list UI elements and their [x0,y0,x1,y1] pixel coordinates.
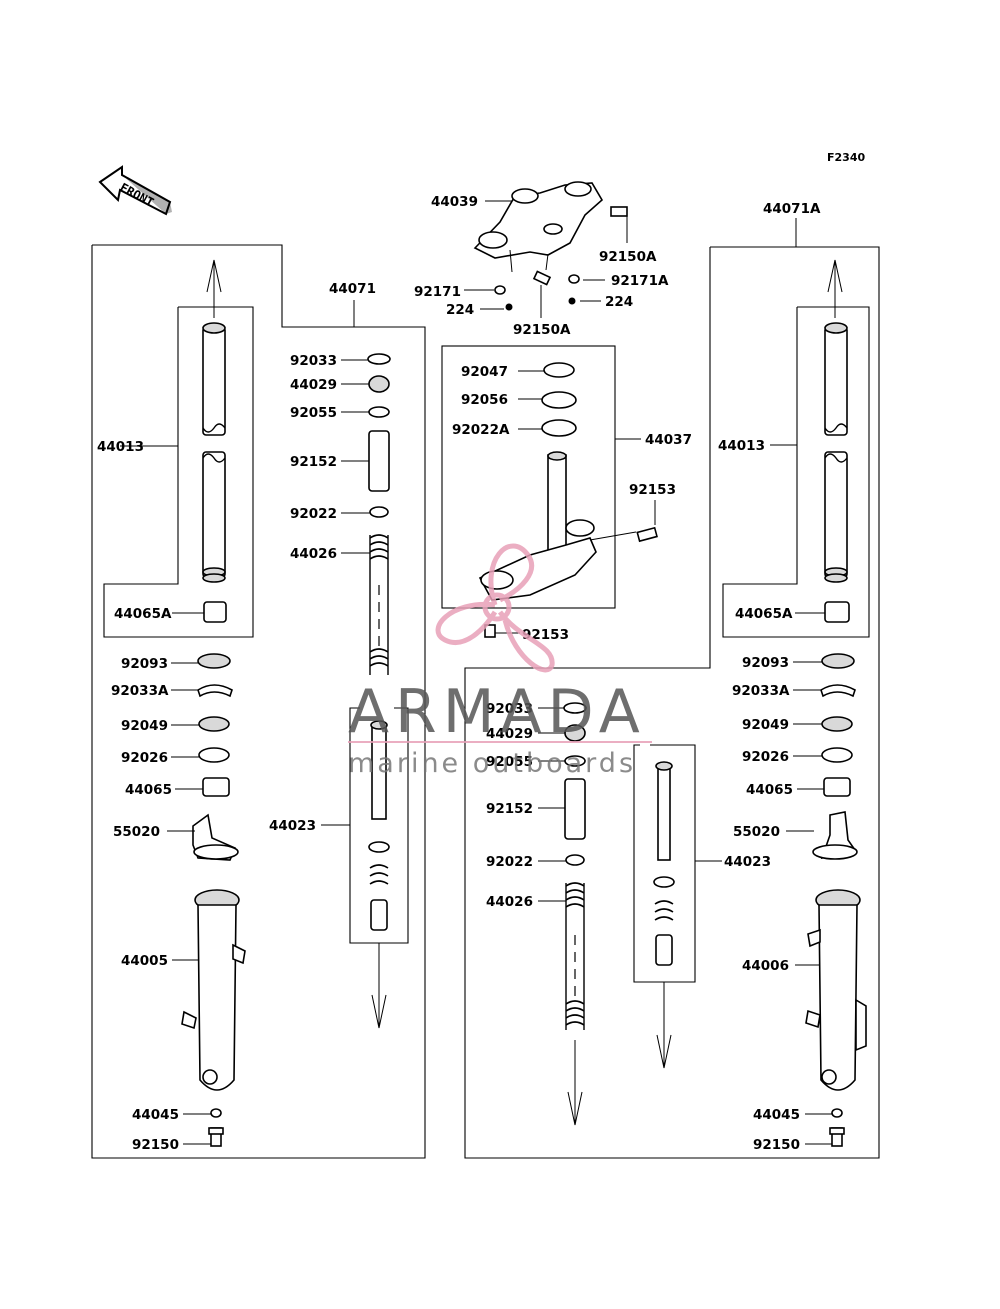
label-92171A: 92171A [611,273,669,289]
label-44065-right: 44065 [746,782,793,798]
label-92047: 92047 [461,364,508,380]
label-92093-right: 92093 [742,655,789,671]
figure-code: F2340 [827,151,865,164]
label-44005: 44005 [121,953,168,969]
washer-92171A [568,274,580,284]
label-224-right: 224 [605,294,633,310]
bolt-92150A-bottom [532,270,552,286]
label-55020-right: 55020 [733,824,780,840]
watermark-subtitle: marine outboards [348,748,636,779]
nut-224-left [505,303,513,311]
label-44045-right: 44045 [753,1107,800,1123]
label-92033-right: 92033 [486,701,533,717]
label-44039: 44039 [431,194,478,210]
label-92049-left: 92049 [121,718,168,734]
label-224-left: 224 [446,302,474,318]
nut-224-right [568,297,576,305]
left-fork-group: 44071 44013 44065A 92093 92033A 92049 92… [91,244,426,1159]
label-44029-left: 44029 [290,377,337,393]
right-fork-group: 44071A 44013 44065A 92093 92033A 92049 9… [464,201,880,1159]
label-44045-left: 44045 [132,1107,179,1123]
bolt-92150A-top [610,206,628,217]
propeller-logo-icon [435,543,555,673]
label-92026-left: 92026 [121,750,168,766]
label-44065A-right: 44065A [735,606,793,622]
label-92152-left: 92152 [290,454,337,470]
label-55020-left: 55020 [113,824,160,840]
label-44065A-left: 44065A [114,606,172,622]
label-92171: 92171 [414,284,461,300]
label-92093-left: 92093 [121,656,168,672]
label-44026-left: 44026 [290,546,337,562]
label-92022-left: 92022 [290,506,337,522]
label-44037: 44037 [645,432,692,448]
label-44023-left: 44023 [269,818,316,834]
label-92033A-left: 92033A [111,683,169,699]
top-clamp-assembly [473,181,604,273]
washer-92171 [494,285,506,295]
label-44071: 44071 [329,281,376,297]
watermark-title: ARMADA [348,677,646,747]
label-92055-left: 92055 [290,405,337,421]
label-44013-right: 44013 [718,438,765,454]
label-44023-right: 44023 [724,854,771,870]
steering-stem-group: 92047 92056 92022A 44037 92153 92153 [441,345,692,643]
label-92055-right: 92055 [486,754,533,770]
watermark: ARMADA marine outboards [348,543,652,779]
label-44071A: 44071A [763,201,821,217]
label-92056: 92056 [461,392,508,408]
label-92150-left: 92150 [132,1137,179,1153]
label-44006: 44006 [742,958,789,974]
label-92150A-top: 92150A [599,249,657,265]
label-92150A-bottom: 92150A [513,322,571,338]
label-92049-right: 92049 [742,717,789,733]
label-92033-left: 92033 [290,353,337,369]
label-92022-right: 92022 [486,854,533,870]
label-92152-right: 92152 [486,801,533,817]
label-44013-left: 44013 [97,439,144,455]
label-92153-top: 92153 [629,482,676,498]
label-44065-left: 44065 [125,782,172,798]
label-92033A-right: 92033A [732,683,790,699]
label-44029-right: 44029 [486,726,533,742]
label-92026-right: 92026 [742,749,789,765]
label-44026-right: 44026 [486,894,533,910]
label-92022A: 92022A [452,422,510,438]
label-92150-right: 92150 [753,1137,800,1153]
front-arrow-icon: FRONT [98,165,172,216]
